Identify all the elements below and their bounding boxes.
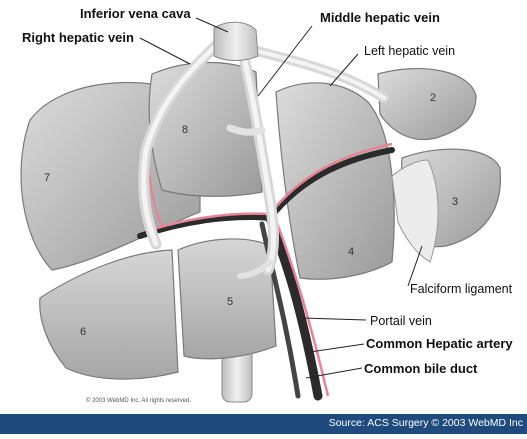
label-right-hepatic-vein: Right hepatic vein [22,30,134,45]
segment-4-lobe [276,83,394,279]
leader-falciform-ligament [408,246,422,286]
segment-4-label: 4 [348,246,354,258]
segment-6-lobe [40,250,178,379]
label-inferior-vena-cava: Inferior vena cava [80,6,191,21]
segment-5-label: 5 [227,296,233,308]
label-middle-hepatic-vein: Middle hepatic vein [320,10,440,25]
source-footer-text: Source: ACS Surgery © 2003 WebMD Inc [329,417,523,429]
segment-7-label: 7 [44,172,50,184]
falciform-ligament-shape [392,160,438,262]
label-falciform-ligament: Falciform ligament [410,282,512,296]
label-common-bile-duct: Common bile duct [364,361,477,376]
middle-vein-branch [230,128,262,132]
segment-6-label: 6 [80,326,86,338]
leader-right-hepatic-vein [140,38,190,64]
label-portal-vein: Portail vein [370,314,432,328]
vena-cava-top [214,22,258,60]
label-common-hepatic-artery: Common Hepatic artery [366,336,513,351]
segment-8-label: 8 [182,124,188,136]
label-left-hepatic-vein: Left hepatic vein [364,44,455,58]
segment-2-lobe [378,69,476,140]
segment-3-label: 3 [452,196,458,208]
leader-hepatic-artery [310,344,364,352]
copyright-notice: © 2003 WebMD Inc. All rights reserved. [86,398,191,404]
source-footer-bar: Source: ACS Surgery © 2003 WebMD Inc [0,414,527,434]
segment-2-label: 2 [430,92,436,104]
leader-portal-vein [302,318,366,320]
